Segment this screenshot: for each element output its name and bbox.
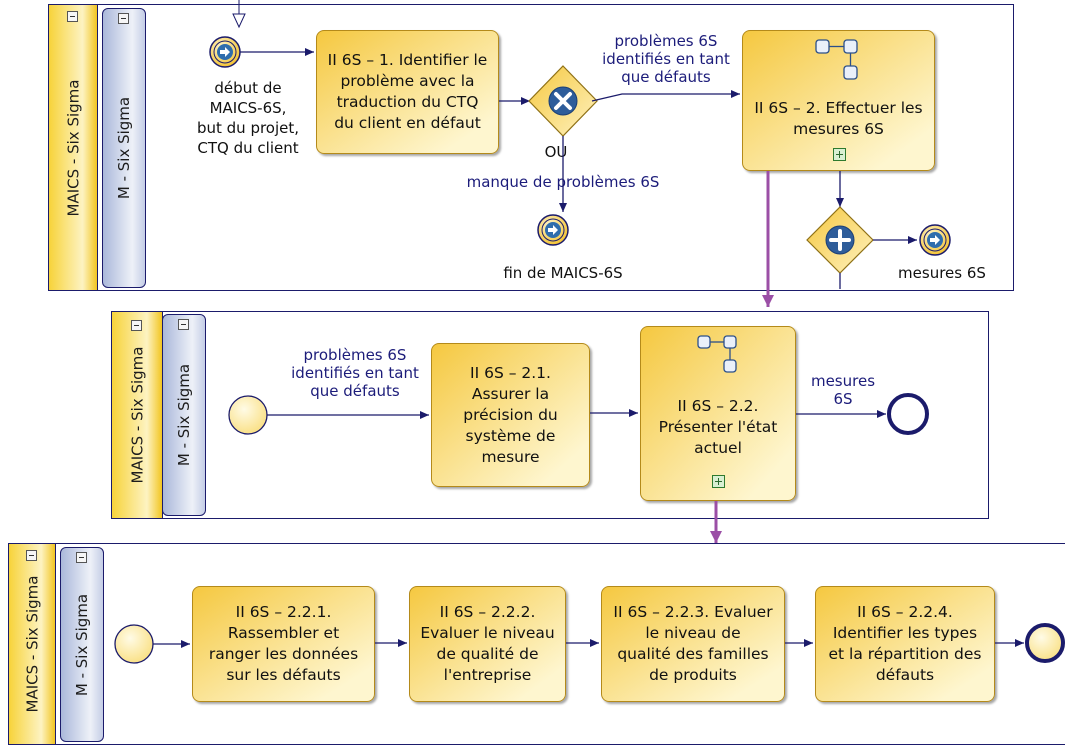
arrow-right-icon bbox=[220, 47, 230, 57]
end-event-2[interactable] bbox=[887, 393, 929, 435]
incoming-message-marker bbox=[232, 0, 246, 29]
plus-icon bbox=[829, 229, 851, 251]
arrow-right-icon bbox=[930, 235, 940, 245]
collapse-icon[interactable] bbox=[26, 550, 37, 561]
flow-label-problems: problèmes 6S identifiés en tant que défa… bbox=[602, 32, 730, 86]
flow-label-measures-out: mesures 6S bbox=[810, 372, 876, 408]
x-icon bbox=[554, 92, 572, 110]
flow-gateway-to-task2 bbox=[591, 90, 740, 102]
start-event-label: début de MAICS-6S, but du projet, CTQ du… bbox=[196, 79, 300, 157]
collapse-icon[interactable] bbox=[178, 319, 189, 330]
task-defect-types[interactable]: II 6S – 2.2.4. Identifier les types et l… bbox=[815, 586, 995, 702]
task-company-quality-level[interactable]: II 6S – 2.2.2. Evaluer le niveau de qual… bbox=[409, 586, 566, 702]
result-event-label: mesures 6S bbox=[898, 264, 986, 282]
collapse-icon[interactable] bbox=[76, 552, 87, 563]
lane-header-1: M - Six Sigma bbox=[102, 8, 146, 288]
collapse-icon[interactable] bbox=[118, 13, 129, 24]
start-link-event[interactable] bbox=[209, 36, 241, 68]
expand-icon[interactable] bbox=[833, 148, 846, 161]
start-event-2[interactable] bbox=[228, 395, 268, 435]
end-link-event[interactable] bbox=[537, 214, 569, 246]
pool-header-1: MAICS - Six Sigma bbox=[48, 4, 98, 291]
subprocess-current-state[interactable]: II 6S – 2.2. Présenter l'état actuel bbox=[640, 326, 796, 501]
start-event-3[interactable] bbox=[114, 624, 154, 664]
collapse-icon[interactable] bbox=[131, 320, 142, 331]
pool-header-3: MAICS - Six Sigma bbox=[8, 543, 56, 745]
task-product-family-quality[interactable]: II 6S – 2.2.3. Evaluer le niveau de qual… bbox=[601, 586, 785, 702]
task-identify-problem[interactable]: II 6S – 1. Identifier le problème avec l… bbox=[316, 30, 499, 154]
subprocess-icon bbox=[815, 39, 858, 80]
lane-header-3: M - Six Sigma bbox=[60, 547, 104, 742]
flow-label-problems-in: problèmes 6S identifiés en tant que défa… bbox=[291, 346, 419, 400]
exclusive-gateway[interactable] bbox=[528, 65, 598, 137]
gateway-label-ou: OU bbox=[544, 143, 568, 161]
arrow-right-icon bbox=[548, 225, 558, 235]
subprocess-icon bbox=[697, 335, 737, 373]
flow-label-no-problems: manque de problèmes 6S bbox=[466, 173, 660, 191]
expand-icon[interactable] bbox=[712, 475, 725, 488]
task-collect-defect-data[interactable]: II 6S – 2.2.1. Rassembler et ranger les … bbox=[192, 586, 375, 702]
parallel-gateway[interactable] bbox=[806, 206, 874, 274]
subprocess-measures[interactable]: II 6S – 2. Effectuer les mesures 6S bbox=[742, 30, 935, 171]
end-event-3[interactable] bbox=[1025, 623, 1065, 663]
end-event-label: fin de MAICS-6S bbox=[503, 264, 623, 282]
pool-header-2: MAICS - Six Sigma bbox=[111, 311, 163, 519]
task-measurement-precision[interactable]: II 6S – 2.1. Assurer la précision du sys… bbox=[431, 343, 590, 487]
collapse-icon[interactable] bbox=[67, 11, 78, 22]
result-link-event[interactable] bbox=[919, 224, 951, 256]
lane-header-2: M - Six Sigma bbox=[162, 314, 206, 516]
